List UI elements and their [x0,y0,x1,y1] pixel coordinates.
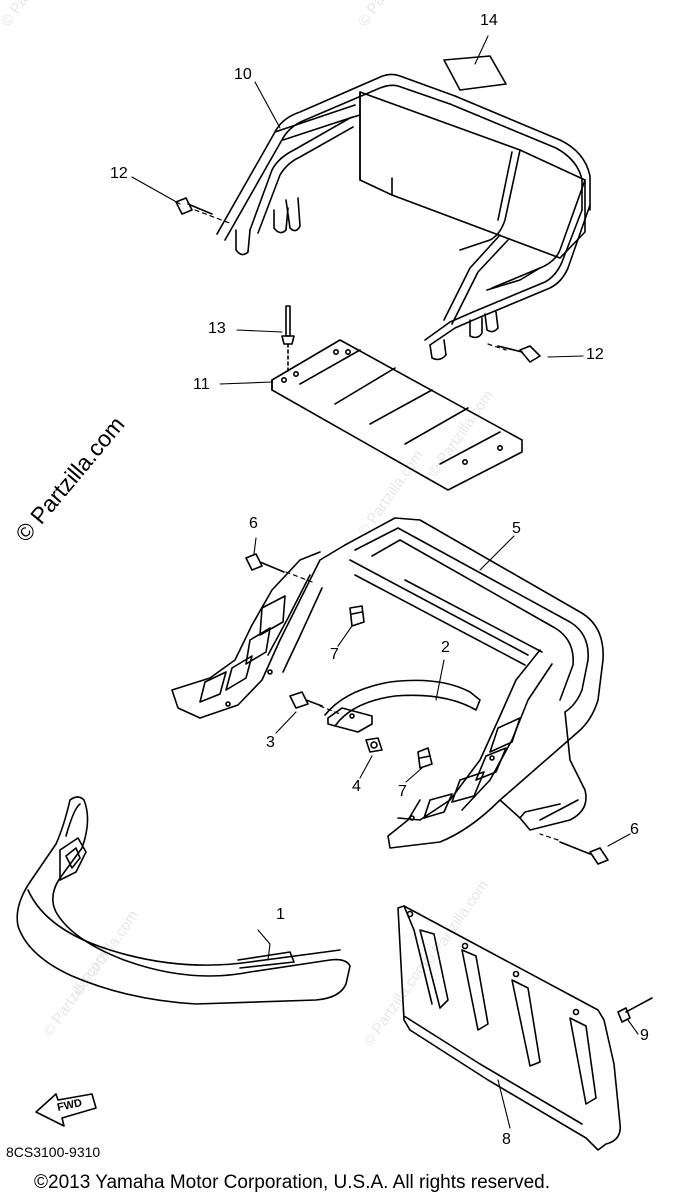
part-2-brace [324,679,481,733]
callout-13: 13 [208,320,226,337]
part-10-rear-rack [216,73,591,361]
part-8-mudflap [397,905,622,1151]
callout-12: 12 [586,346,604,363]
callout-3: 3 [266,734,275,751]
part-13-pin [281,305,295,373]
part-7-clip-lower [417,747,433,769]
callout-7: 7 [398,783,407,800]
leader-lines [131,35,639,1129]
callout-2: 2 [441,639,450,656]
part-11-plate [271,339,523,491]
callout-11: 11 [193,376,210,393]
part-14-label [443,55,507,91]
part-12-bolt-left [175,197,213,215]
fwd-label: FWD [56,1097,83,1114]
callout-14: 14 [480,12,498,29]
part-5-fender [171,517,604,849]
copyright-notice: ©2013 Yamaha Motor Corporation, U.S.A. A… [34,1172,550,1193]
part-1-bumper [16,796,351,1005]
part-9-rivet [617,997,653,1023]
callout-6: 6 [249,515,258,532]
callout-12: 12 [110,165,128,182]
callout-8: 8 [502,1131,511,1148]
fwd-arrow-icon: FWD [35,1093,97,1127]
diagram-code: 8CS3100-9310 [6,1144,101,1160]
part-12-bolt-right [497,345,541,363]
callout-6: 6 [630,821,639,838]
assembly-guide-lines [194,209,559,841]
callout-1: 1 [276,906,285,923]
callout-5: 5 [512,520,521,537]
part-6-bolt-upper [245,553,285,573]
callout-9: 9 [640,1027,649,1044]
callout-4: 4 [352,778,361,795]
part-7-clip-upper [349,605,365,627]
callout-7: 7 [330,646,339,663]
part-4-nut [365,737,383,753]
part-6-bolt-lower [559,841,609,865]
callout-10: 10 [234,66,252,83]
part-3-bolt [289,691,323,709]
